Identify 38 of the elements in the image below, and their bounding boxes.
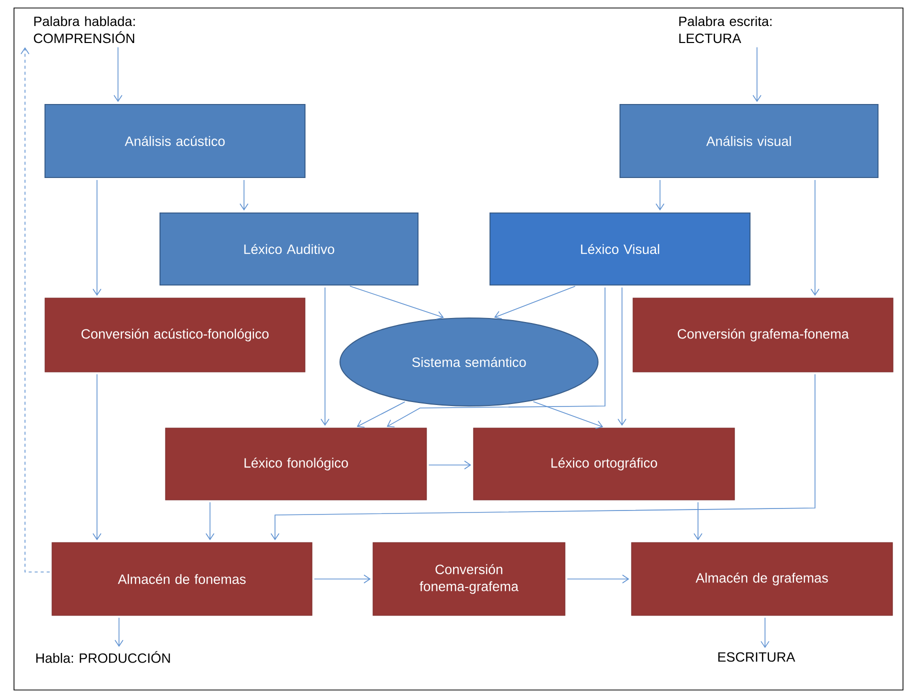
arrow [356,402,406,428]
arrow [114,617,124,647]
arrow [810,180,820,296]
arrow [350,286,444,320]
process-box: Almacén de fonemas [52,542,312,616]
process-box: Léxico ortográfico [473,428,735,500]
arrow [494,286,576,320]
arrow [92,374,102,540]
arrow [566,574,630,584]
arrow [240,180,248,210]
label-text: Palabra escrita: LECTURA [679,16,772,44]
arrow [694,502,702,540]
label-text: ESCRITURA [718,652,796,662]
process-box: Análisis acústico [44,104,306,178]
arrow [320,287,330,426]
arrow [92,180,102,296]
process-box: Análisis visual [620,104,878,178]
arrow [760,617,770,648]
arrow [618,287,626,426]
arrow [314,574,371,584]
arrow [386,287,606,428]
arrow [114,46,122,102]
label-text: Habla: PRODUCCIÓN [36,651,170,663]
process-box: Léxico fonológico [165,428,427,500]
arrow [20,47,50,572]
process-box: Léxico Auditivo [160,212,418,286]
process-box: Conversión grafema-fonema [632,298,894,372]
label-text: Palabra hablada: COMPRENSIÓN [34,16,135,44]
arrow [752,46,762,102]
arrow [270,374,816,540]
process-box: Almacén de grafemas [631,542,893,616]
process-box: Conversión acústico-fonológico [44,298,306,372]
arrow [206,502,214,540]
arrow [656,180,664,210]
arrow [428,460,472,470]
process-box: Conversión fonema-grafema [372,542,566,616]
process-box: Léxico Visual [490,212,750,286]
arrow [532,401,604,429]
